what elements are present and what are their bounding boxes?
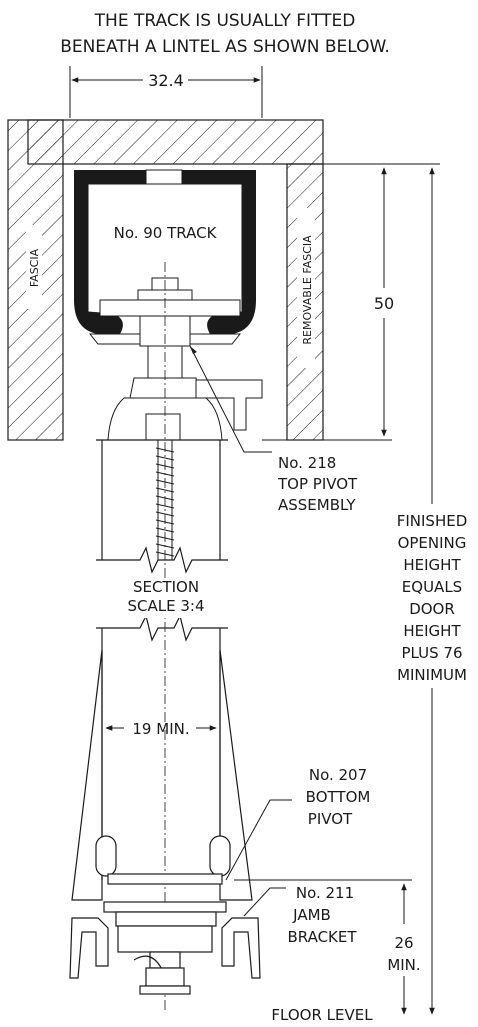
section-label-1: SECTION — [133, 578, 199, 596]
track-width-label: 32.4 — [148, 71, 184, 90]
section-label-2: SCALE 3:4 — [128, 597, 205, 615]
track-profile: No. 90 TRACK — [74, 169, 256, 334]
floor-level-label: FLOOR LEVEL — [271, 1006, 373, 1024]
top-pivot-leader: No. 218 TOP PIVOT ASSEMBLY — [189, 345, 358, 514]
opening-note-4: EQUALS — [402, 578, 462, 596]
floor-clearance-dimension: 26 MIN. — [387, 883, 421, 1015]
floor-clearance-label-1: 26 — [394, 934, 413, 952]
door-min-label: 19 MIN. — [132, 720, 189, 738]
door-min-dimension: 19 MIN. — [105, 720, 217, 738]
bottom-pivot-label-1: No. 207 — [309, 766, 367, 784]
top-pivot-label-2: TOP PIVOT — [277, 475, 358, 493]
track-label: No. 90 TRACK — [114, 224, 218, 242]
track-width-dimension: 32.4 — [69, 66, 263, 118]
fascia-left: FASCIA — [7, 119, 64, 441]
bottom-pivot-label-2: BOTTOM — [306, 788, 371, 806]
fascia-label: FASCIA — [28, 248, 41, 287]
header-line-2: BENEATH A LINTEL AS SHOWN BELOW. — [60, 37, 390, 57]
bottom-pivot-label-3: PIVOT — [308, 810, 353, 828]
jamb-bracket-label-1: No. 211 — [296, 884, 354, 902]
lintel — [27, 119, 324, 165]
opening-note-8: MINIMUM — [397, 666, 467, 684]
track-height-label: 50 — [374, 294, 394, 313]
opening-note-3: HEIGHT — [403, 556, 461, 574]
top-pivot-assembly — [88, 277, 263, 441]
opening-note-7: PLUS 76 — [401, 644, 462, 662]
section-break — [96, 546, 228, 642]
jamb-bracket-leader: No. 211 JAMB BRACKET — [234, 879, 412, 946]
top-pivot-label-3: ASSEMBLY — [278, 496, 356, 514]
opening-note-1: FINISHED — [397, 512, 468, 530]
opening-note-6: HEIGHT — [403, 622, 461, 640]
top-pivot-label-1: No. 218 — [278, 454, 336, 472]
floor-clearance-label-2: MIN. — [387, 956, 420, 974]
removable-fascia-label: REMOVABLE FASCIA — [301, 235, 314, 345]
bottom-pivot-leader: No. 207 BOTTOM PIVOT — [225, 766, 371, 881]
opening-note-5: DOOR — [409, 600, 455, 618]
fascia-right: REMOVABLE FASCIA — [286, 163, 324, 441]
door-body — [96, 439, 228, 880]
header-line-1: THE TRACK IS USUALLY FITTED — [94, 11, 356, 31]
opening-note-2: OPENING — [398, 534, 467, 552]
bottom-pivot-assembly — [69, 649, 261, 995]
threaded-rod — [155, 440, 175, 560]
track-height-dimension: 50 — [262, 163, 394, 441]
opening-height-dimension: FINISHED OPENING HEIGHT EQUALS DOOR HEIG… — [326, 163, 468, 1015]
floor-level: FLOOR LEVEL — [271, 1006, 373, 1024]
jamb-bracket-label-3: BRACKET — [287, 928, 357, 946]
jamb-bracket-label-2: JAMB — [292, 906, 331, 924]
